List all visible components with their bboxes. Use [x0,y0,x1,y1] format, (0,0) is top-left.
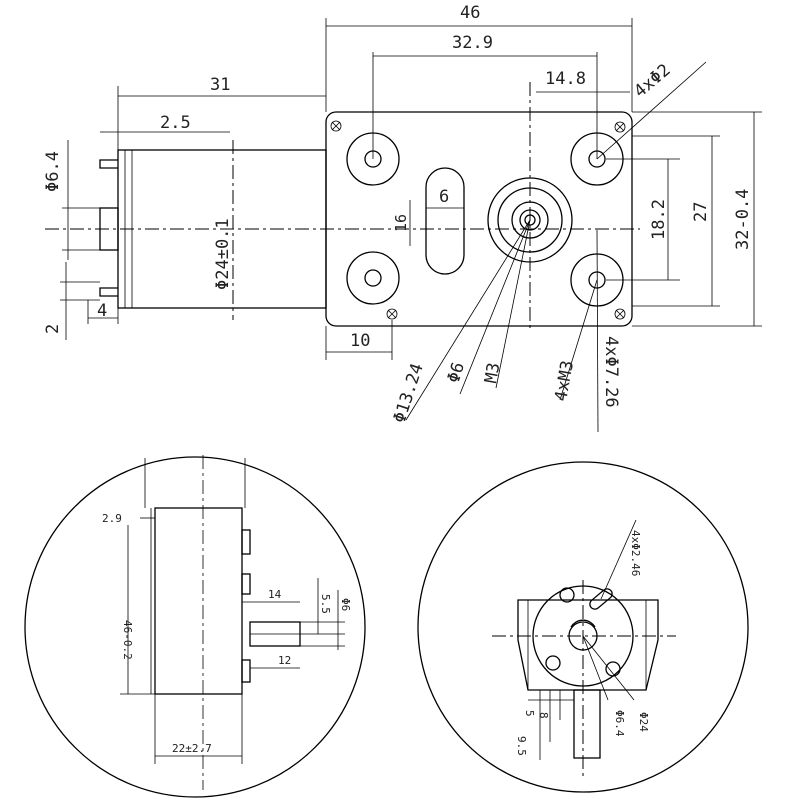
dim-shaft-len: 14 [268,588,282,601]
top-view: 46 32.9 14.8 4xΦ2 31 2.5 Φ6.4 Φ24±0.1 6 … [43,3,762,433]
dim-front-holes: 4xΦ2.46 [629,530,642,576]
dim-overall-width: 46 [460,3,480,23]
dim-side-length: 46-0.2 [121,620,134,660]
dim-height-total: 32-0.4 [733,189,753,250]
detail-circle-left [24,456,366,798]
terminal-bottom [99,287,118,297]
dim-thread: M3 [481,361,504,385]
dim-motor-dia: Φ24±0.1 [213,218,233,290]
dim-front-5: 5 [523,710,536,717]
front-detail-view: 4xΦ2.46 Φ6.4 Φ24 5 8 9.5 [417,461,749,793]
dim-bottom-10: 10 [350,331,370,351]
dim-flat-len: 12 [278,654,291,667]
dim-terminal-offset: 2.5 [160,113,191,133]
dim-front-8: 8 [537,712,550,719]
dim-flange: 2.9 [102,512,122,525]
dim-shaft-dia: Φ6.4 [43,151,63,192]
screw-bottom-mid [386,308,398,320]
dim-2: 2 [43,324,63,334]
screw-top-right [614,121,626,133]
dim-spot-face: 4xΦ7.26 [601,336,621,408]
dim-offset-shaft: 14.8 [545,69,586,89]
front-shaft [573,689,601,759]
dim-flat: 5.5 [319,594,332,614]
side-detail-view: 2.9 46-0.2 14 12 5.5 Φ6 22±2.7 [24,455,366,798]
dim-hole-spacing-h: 32.9 [452,33,493,53]
dim-front-small: Φ6.4 [613,710,626,737]
mount-boss-bl [346,251,400,305]
dim-front-9-5: 9.5 [515,736,528,756]
dim-slot-height: 16 [392,214,410,232]
dim-hole-spacing-v: 18.2 [649,199,669,240]
dim-slot-width: 6 [439,187,449,207]
dim-depth: 22±2.7 [172,742,212,755]
dim-screw-spec: 4xM3 [551,359,578,403]
gearbox-side [154,507,243,695]
gearbox-plate [325,111,633,327]
dim-height-27: 27 [691,202,711,222]
dim-boss-dia: Φ13.24 [390,361,428,426]
slot [425,167,465,275]
screw-top-left [330,120,342,132]
dim-front-large: Φ24 [637,712,650,732]
dim-4: 4 [97,301,107,321]
dim-motor-length: 31 [210,75,230,95]
dim-side-shaft-dia: Φ6 [339,598,352,611]
detail-circle-right [417,461,749,793]
terminal-top [99,159,118,169]
screw-bottom-right [614,308,626,320]
